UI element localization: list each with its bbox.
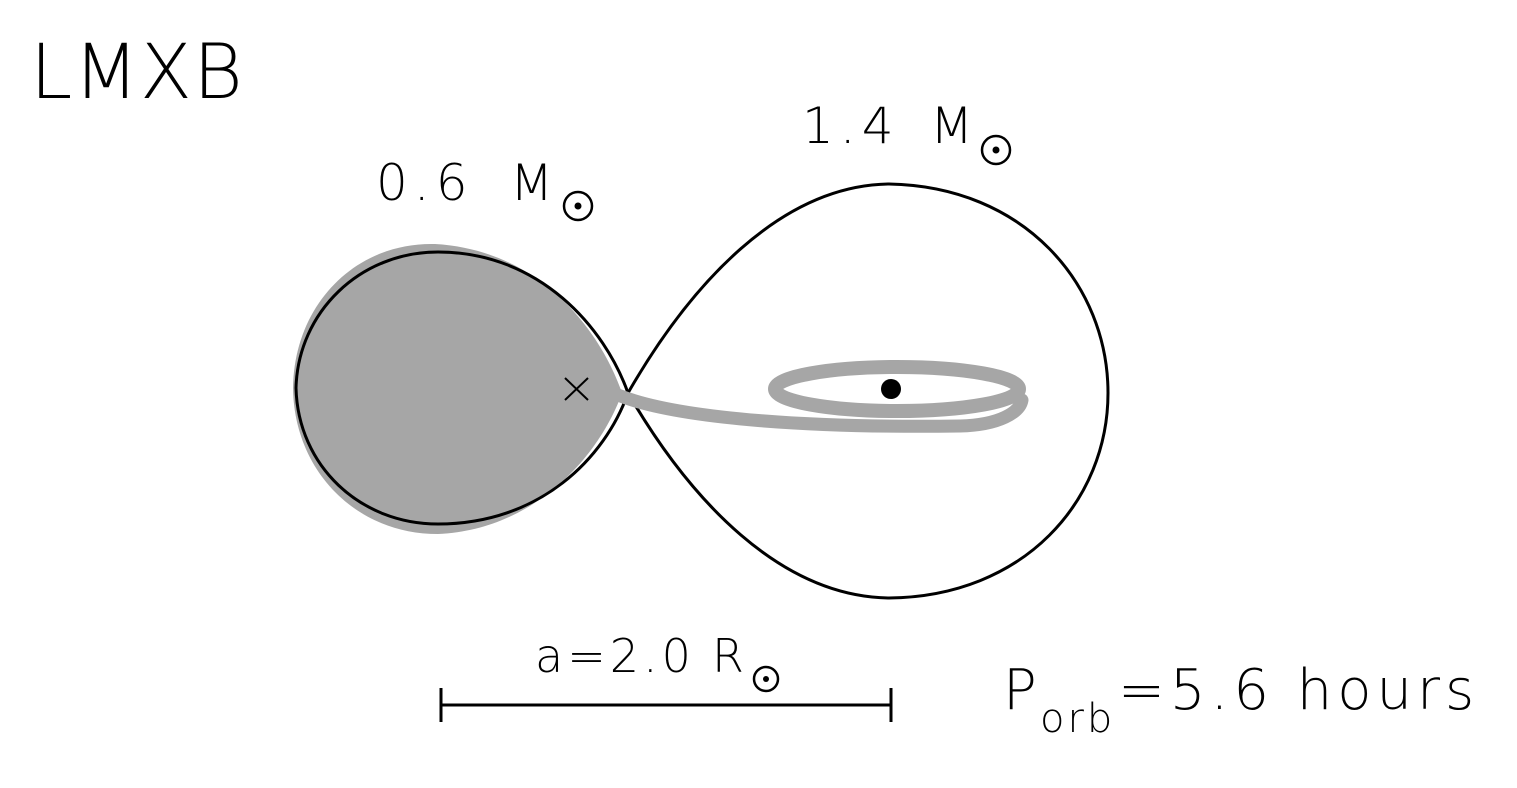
sun-symbol-icon — [980, 134, 1012, 166]
accretor-mass-label: 1.4 — [802, 97, 900, 155]
separation-unit: R — [712, 629, 748, 683]
donor-mass-label: 0.6 — [376, 154, 474, 212]
separation-scale-bar — [439, 688, 893, 722]
diagram-title: LMXB — [30, 27, 244, 116]
donor-mass-unit: M — [510, 154, 559, 212]
orbital-period-subscript: orb — [1040, 696, 1115, 742]
separation-label: a=2.0 — [535, 629, 695, 683]
orbital-period-value: =5.6 hours — [1118, 658, 1479, 723]
orbital-period-symbol: P — [1003, 658, 1042, 723]
sun-symbol-icon — [752, 665, 780, 693]
accretion-disk — [768, 360, 1026, 418]
center-of-mass-cross-icon — [564, 377, 589, 401]
accretor-roche-lobe-outline — [626, 182, 1110, 600]
compact-object-dot-icon — [881, 379, 901, 399]
donor-star-fill — [293, 243, 622, 534]
donor-roche-lobe-outline — [294, 250, 630, 526]
sun-symbol-icon — [562, 190, 594, 222]
accretor-mass-unit: M — [930, 97, 979, 155]
accretion-stream — [611, 388, 1029, 433]
